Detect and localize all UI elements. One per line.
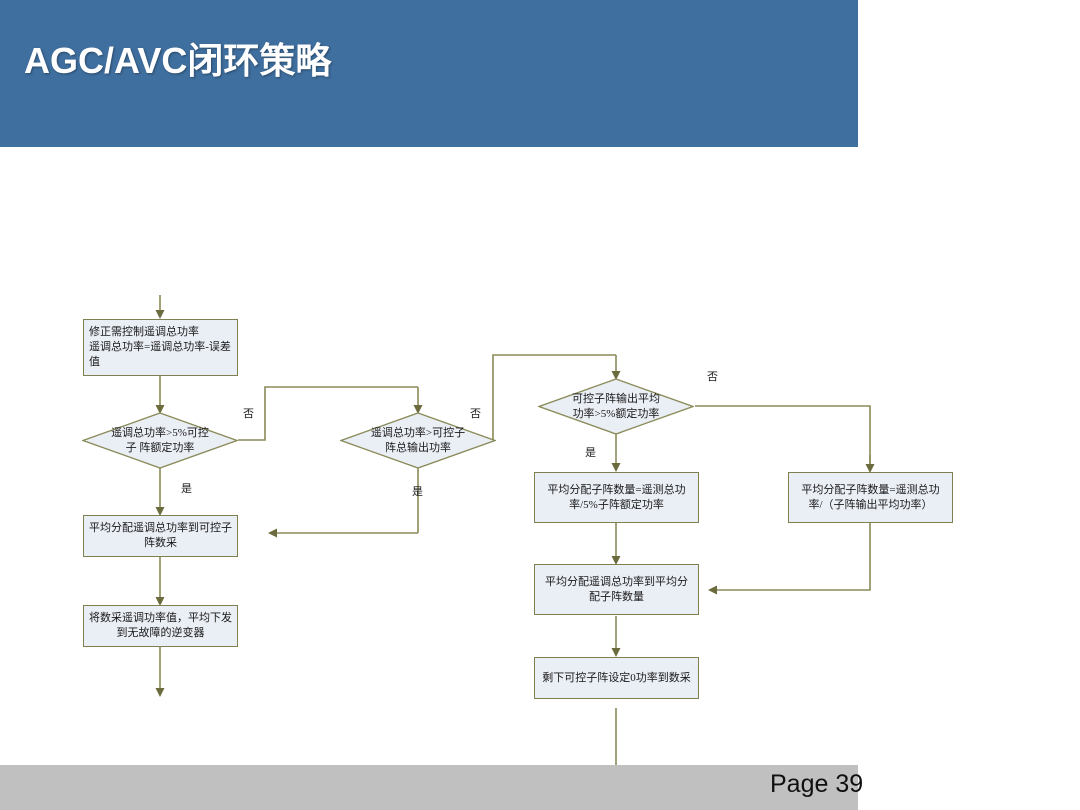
node-avg-distribute-to-count: 平均分配遥调总功率到平均分 配子阵数量 xyxy=(534,564,699,615)
edge-label-d2-no: 否 xyxy=(470,408,481,420)
node-subarray-count-by-rated: 平均分配子阵数量=遥测总功 率/5%子阵额定功率 xyxy=(534,472,699,523)
edge-label-d3-no: 否 xyxy=(707,371,718,383)
decision-avg-output-gt-5pct-rated: 可控子阵输出平均 功率>5%额定功率 xyxy=(538,378,694,435)
node-line-1: 平均分配遥调总功率到可控子 xyxy=(89,522,232,534)
flowchart: 修正需控制遥调总功率 遥调总功率=遥调总功率-误差 值 平均分配遥调总功率到可控… xyxy=(0,150,1080,765)
node-line-1: 将数采遥调功率值，平均下发 xyxy=(89,612,232,624)
node-line-2: 率/（子阵输出平均功率） xyxy=(808,498,933,511)
footer-band xyxy=(0,765,858,810)
diamond-shape xyxy=(82,412,238,469)
node-line-1: 修正需控制遥调总功率 xyxy=(89,326,199,338)
node-dispatch-to-healthy-inverters: 将数采遥调功率值，平均下发 到无故障的逆变器 xyxy=(83,605,238,647)
edge-label-d1-no: 否 xyxy=(243,408,254,420)
decision-total-gt-5pct-rated: 遥调总功率>5%可控 子 阵额定功率 xyxy=(82,412,238,469)
node-subarray-count-by-avg-output: 平均分配子阵数量=遥测总功 率/（子阵输出平均功率） xyxy=(788,472,953,523)
diamond-shape xyxy=(340,412,496,469)
edge-label-d3-yes: 是 xyxy=(585,447,596,459)
edge-label-d1-yes: 是 xyxy=(181,483,192,495)
node-correct-total-power: 修正需控制遥调总功率 遥调总功率=遥调总功率-误差 值 xyxy=(83,319,238,376)
node-line-3: 值 xyxy=(89,356,100,368)
page-number: Page 39 xyxy=(770,770,864,798)
node-line-2: 配子阵数量 xyxy=(589,590,644,603)
node-line-1: 剩下可控子阵设定0功率到数采 xyxy=(542,671,691,684)
edge-label-d2-yes: 是 xyxy=(412,486,423,498)
node-line-2: 遥调总功率=遥调总功率-误差 xyxy=(89,341,231,353)
node-line-2: 到无故障的逆变器 xyxy=(116,627,205,639)
node-line-1: 平均分配遥调总功率到平均分 xyxy=(545,575,688,588)
node-line-2: 阵数采 xyxy=(144,537,177,549)
node-line-1: 平均分配子阵数量=遥测总功 xyxy=(801,483,940,496)
title-banner xyxy=(0,0,858,147)
node-remaining-set-zero: 剩下可控子阵设定0功率到数采 xyxy=(534,657,699,699)
diamond-shape xyxy=(538,378,694,435)
node-line-2: 率/5%子阵额定功率 xyxy=(569,498,664,511)
node-line-1: 平均分配子阵数量=遥测总功 xyxy=(547,483,686,496)
page-title: AGC/AVC闭环策略 xyxy=(24,40,332,81)
node-avg-distribute-to-controllable-subarray: 平均分配遥调总功率到可控子 阵数采 xyxy=(83,515,238,557)
